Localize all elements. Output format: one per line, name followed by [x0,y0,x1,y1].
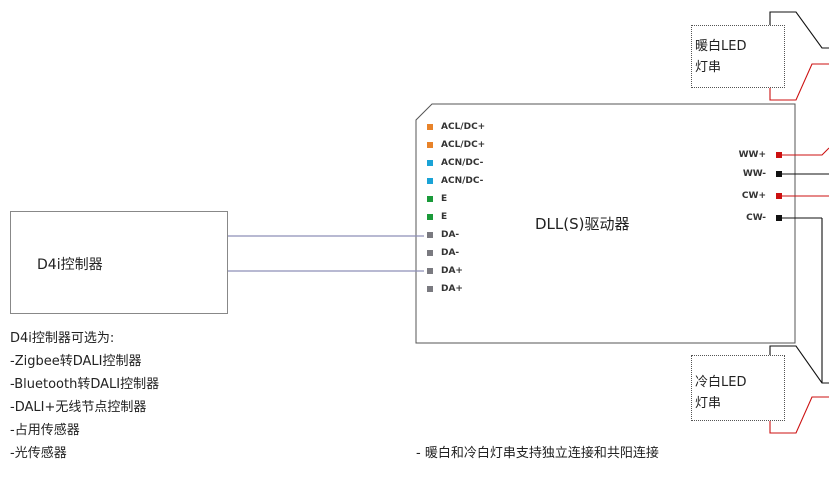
cold-led-string-box [691,355,785,421]
notes-item: -Bluetooth转DALI控制器 [10,377,160,392]
output-terminal-marker [776,171,782,177]
input-terminal-label: ACL/DC+ [441,122,486,132]
input-terminal-label: DA- [441,230,460,240]
cold-led-red-wire [769,396,829,434]
notes-item: -DALI+无线节点控制器 [10,400,147,415]
output-terminal-marker [776,215,782,221]
warm-led-black-wire [769,11,829,49]
notes-item: -光传感器 [10,446,67,461]
cold-led-black-wire [769,345,829,384]
output-terminal-label: WW- [742,169,766,179]
input-terminal-marker [427,178,433,184]
warm-led-label: 暖白LED 灯串 [695,36,746,78]
notes-title: D4i控制器可选为: [10,331,115,346]
input-terminal-label: ACN/DC- [441,158,484,168]
warm-led-label-line1: 暖白LED [695,39,747,54]
ww-plus-wire [781,147,829,156]
input-terminal-marker [427,142,433,148]
cold-led-label: 冷白LED 灯串 [695,372,746,414]
warm-led-label-line2: 灯串 [695,60,722,75]
input-terminal-marker [427,160,433,166]
input-terminal-marker [427,214,433,220]
notes-item: -Zigbee转DALI控制器 [10,354,142,369]
input-terminal-marker [427,250,433,256]
input-terminal-label: E [441,194,448,204]
output-terminal-label: WW+ [738,150,766,160]
input-terminal-marker [427,196,433,202]
input-terminal-marker [427,232,433,238]
input-terminal-marker [427,286,433,292]
input-terminal-label: ACL/DC+ [441,140,486,150]
controller-label: D4i控制器 [37,257,103,273]
input-terminal-label: DA- [441,248,460,258]
warm-led-red-wire [769,63,829,101]
driver-title: DLL(S)驱动器 [535,215,630,233]
input-terminal-label: ACN/DC- [441,176,484,186]
cold-led-label-line1: 冷白LED [695,375,747,390]
notes-item: -占用传感器 [10,423,80,438]
output-terminal-marker [776,193,782,199]
input-terminal-label: DA+ [441,284,463,294]
input-terminal-marker [427,268,433,274]
controller-options-notes: D4i控制器可选为: -Zigbee转DALI控制器 -Bluetooth转DA… [10,327,159,465]
input-terminal-label: DA+ [441,266,463,276]
output-terminal-label: CW- [746,213,766,223]
output-terminal-label: CW+ [741,191,766,201]
footnote: - 暖白和冷白灯串支持独立连接和共阳连接 [416,446,659,461]
warm-led-string-box [691,25,785,88]
driver-box [415,103,796,344]
output-terminal-marker [776,152,782,158]
input-terminal-marker [427,124,433,130]
controller-box [10,211,228,314]
input-terminal-label: E [441,212,448,222]
cold-led-label-line2: 灯串 [695,396,722,411]
